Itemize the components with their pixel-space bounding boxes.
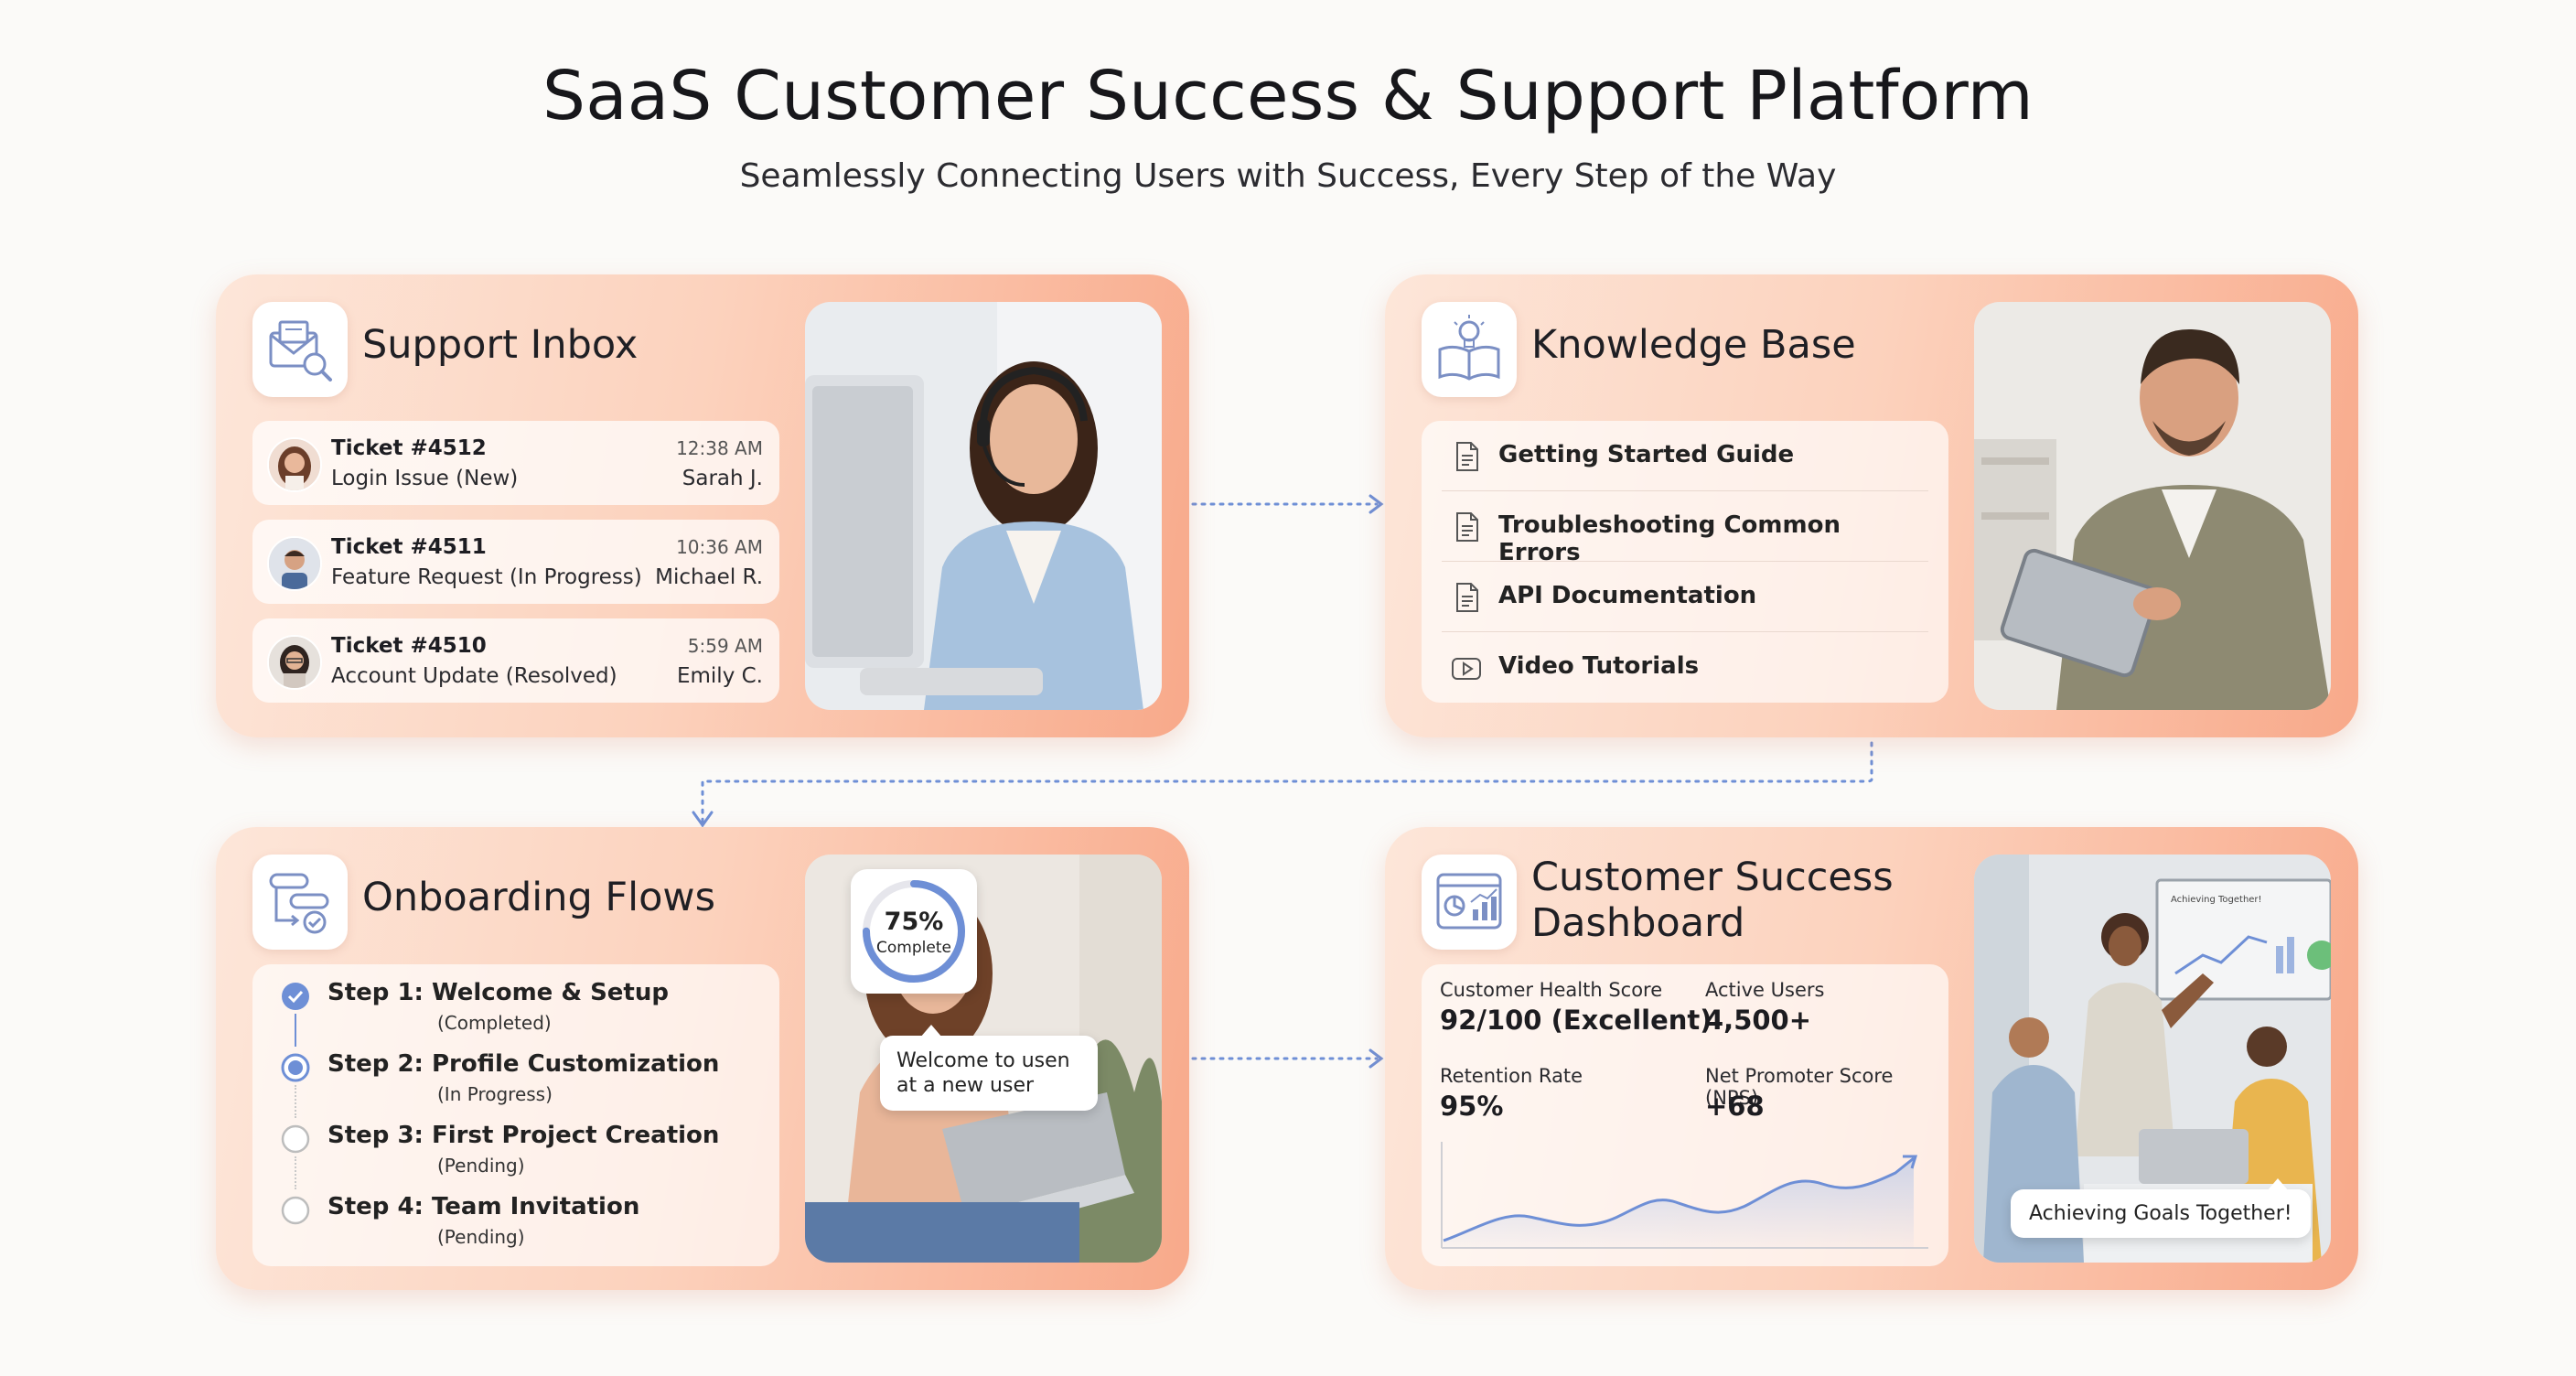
page-subtitle: Seamlessly Connecting Users with Success… <box>739 157 1837 195</box>
flow-connector-onboarding-to-dashboard <box>1191 1048 1384 1069</box>
kb-article-label: Video Tutorials <box>1498 652 1700 680</box>
ticket-row[interactable]: Ticket #4510 Account Update (Resolved) 5… <box>252 618 779 703</box>
onboarding-step[interactable]: Step 4: Team Invitation (Pending) <box>280 1188 756 1257</box>
ticket-id: Ticket #4511 <box>331 535 487 559</box>
kb-article-list: Getting Started Guide Troubleshooting Co… <box>1422 421 1948 703</box>
metric-value: 95% <box>1440 1091 1504 1122</box>
kb-article-label: Troubleshooting Common Errors <box>1498 511 1841 566</box>
metric-value: 4,500+ <box>1705 1005 1812 1036</box>
step-label: Step 4: Team Invitation <box>327 1193 640 1220</box>
onboarding-steps-panel: Step 1: Welcome & Setup (Completed) Step… <box>252 964 779 1266</box>
pending-circle-icon <box>281 1196 310 1225</box>
screen-caption: Achieving Together! <box>2171 895 2262 905</box>
avatar <box>267 635 322 690</box>
onboarding-step[interactable]: Step 1: Welcome & Setup (Completed) <box>280 973 756 1043</box>
ticket-id: Ticket #4512 <box>331 436 487 460</box>
pending-circle-icon <box>281 1124 310 1154</box>
ticket-time: 5:59 AM <box>687 635 763 657</box>
play-icon <box>1452 658 1481 680</box>
step-status: (Pending) <box>437 1155 525 1177</box>
dashboard-title: Customer Success Dashboard <box>1531 855 1934 946</box>
customer-success-dashboard-card[interactable]: Customer Success Dashboard Customer Heal… <box>1385 827 2358 1290</box>
ticket-row[interactable]: Ticket #4511 Feature Request (In Progres… <box>252 520 779 604</box>
kb-article-item[interactable]: Troubleshooting Common Errors <box>1442 491 1928 566</box>
progress-value: 75% <box>884 908 944 936</box>
step-connector <box>295 1156 296 1189</box>
kb-article-item[interactable]: Getting Started Guide <box>1442 421 1928 491</box>
trend-sparkline <box>1441 1142 1928 1249</box>
progress-ring <box>863 880 965 983</box>
kb-article-label: Getting Started Guide <box>1498 441 1795 468</box>
step-status: (In Progress) <box>437 1083 553 1105</box>
step-status: (Pending) <box>437 1226 525 1248</box>
support-inbox-title: Support Inbox <box>362 322 639 368</box>
flowchart-check-icon <box>252 855 348 950</box>
step-label: Step 1: Welcome & Setup <box>327 979 669 1006</box>
support-agent-photo <box>805 302 1162 710</box>
flow-connector-kb-to-onboarding <box>692 741 1873 828</box>
progress-arc <box>863 880 965 983</box>
ticket-customer: Michael R. <box>655 565 763 589</box>
ticket-time: 12:38 AM <box>676 437 763 459</box>
ticket-subject: Feature Request (In Progress) <box>331 565 642 589</box>
bubble-tail <box>2266 1178 2289 1191</box>
ticket-customer: Emily C. <box>676 664 763 688</box>
metric-label: Active Users <box>1705 979 1825 1001</box>
support-inbox-card[interactable]: Support Inbox Ticket #4512 Login Issue (… <box>216 274 1189 737</box>
in-progress-radio-icon <box>281 1053 310 1082</box>
metric-label: Net Promoter Score (NPS) <box>1705 1065 1894 1109</box>
step-status: (Completed) <box>437 1012 552 1034</box>
kb-article-label: API Documentation <box>1498 582 1757 609</box>
check-circle-icon <box>282 983 309 1010</box>
step-connector <box>295 1085 296 1118</box>
lightbulb-book-icon <box>1422 302 1517 397</box>
step-label: Step 2: Profile Customization <box>327 1050 720 1078</box>
dashboard-title-text: Customer Success Dashboard <box>1531 855 1894 946</box>
ticket-time: 10:36 AM <box>676 536 763 558</box>
kb-article-item[interactable]: API Documentation <box>1442 562 1928 632</box>
document-icon <box>1456 442 1478 471</box>
document-icon <box>1456 512 1478 542</box>
onboarding-step[interactable]: Step 3: First Project Creation (Pending) <box>280 1116 756 1186</box>
achievement-bubble-text: Achieving Goals Together! <box>2029 1202 2292 1225</box>
page-title: SaaS Customer Success & Support Platform <box>542 57 2034 135</box>
onboarding-step[interactable]: Step 2: Profile Customization (In Progre… <box>280 1045 756 1114</box>
knowledge-base-title: Knowledge Base <box>1531 322 1856 368</box>
ticket-subject: Login Issue (New) <box>331 467 519 490</box>
avatar <box>267 437 322 492</box>
step-label: Step 3: First Project Creation <box>327 1122 720 1149</box>
metric-value: 92/100 (Excellent) <box>1440 1005 1712 1036</box>
welcome-bubble-text: Welcome to usen at a new user <box>896 1049 1070 1097</box>
achievement-speech-bubble: Achieving Goals Together! <box>2011 1178 2311 1238</box>
metric-label: Customer Health Score <box>1440 979 1663 1001</box>
knowledge-base-card[interactable]: Knowledge Base Getting Started Guide Tro… <box>1385 274 2358 737</box>
progress-label: Complete <box>876 939 951 957</box>
onboarding-flows-title: Onboarding Flows <box>362 875 715 920</box>
man-with-tablet-photo <box>1974 302 2331 710</box>
envelope-search-icon <box>252 302 348 397</box>
metric-value: +68 <box>1705 1091 1765 1122</box>
progress-ring-badge: 75% Complete <box>851 869 977 994</box>
flow-connector-inbox-to-kb <box>1191 494 1384 514</box>
metric-label: Retention Rate <box>1440 1065 1583 1087</box>
welcome-speech-bubble: Welcome to usen at a new user <box>880 1025 1098 1111</box>
metrics-panel: Customer Health Score 92/100 (Excellent)… <box>1422 964 1948 1266</box>
ticket-subject: Account Update (Resolved) <box>331 664 617 688</box>
step-connector <box>295 1014 296 1047</box>
avatar <box>267 536 322 591</box>
ticket-row[interactable]: Ticket #4512 Login Issue (New) 12:38 AM … <box>252 421 779 505</box>
analytics-window-icon <box>1422 855 1517 950</box>
onboarding-flows-card[interactable]: Onboarding Flows Step 1: Welcome & Setup… <box>216 827 1189 1290</box>
document-icon <box>1456 583 1478 612</box>
kb-article-item[interactable]: Video Tutorials <box>1442 632 1928 702</box>
ticket-customer: Sarah J. <box>682 467 763 490</box>
bubble-tail <box>920 1025 942 1037</box>
ticket-id: Ticket #4510 <box>331 634 487 658</box>
